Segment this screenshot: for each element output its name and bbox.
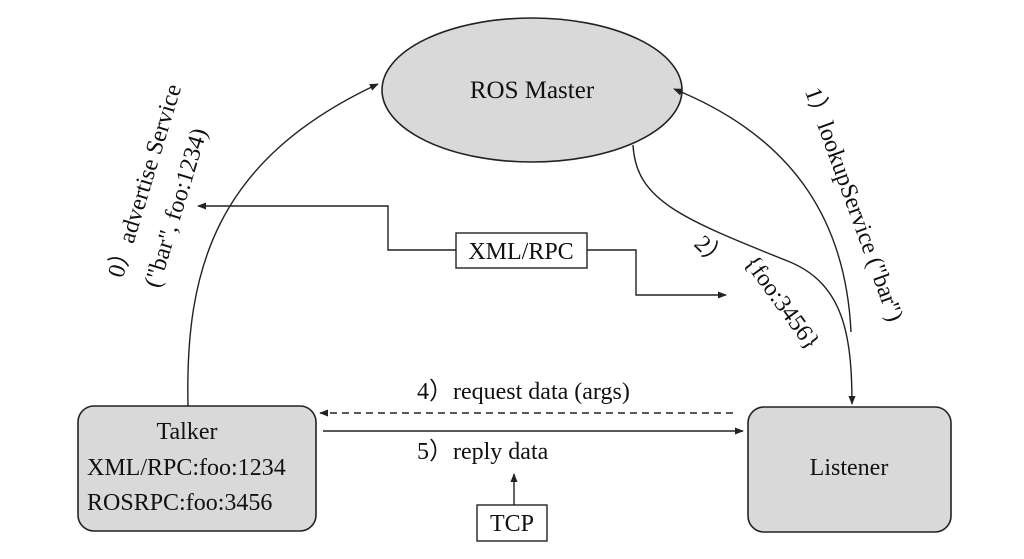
master-reply-value-label: {foo:3456} bbox=[739, 251, 825, 355]
talker-node: Talker XML/RPC:foo:1234 ROSRPC:foo:3456 bbox=[77, 405, 317, 532]
listener-box bbox=[747, 406, 952, 533]
talker-title: Talker bbox=[157, 419, 218, 445]
talker-box bbox=[77, 405, 317, 532]
talker-xmlrpc-address: XML/RPC:foo:1234 bbox=[87, 455, 286, 481]
tcp-box-frame bbox=[476, 504, 548, 542]
listener-label: Listener bbox=[810, 455, 889, 481]
tcp-protocol-box: TCP bbox=[476, 504, 548, 542]
xmlrpc-left-connector bbox=[197, 202, 456, 251]
request-data-label: 4）request data (args) bbox=[417, 379, 630, 405]
master-reply-arrow bbox=[632, 144, 856, 405]
ros-master-label: ROS Master bbox=[470, 77, 595, 104]
listener-node: Listener bbox=[747, 406, 952, 533]
lookup-service-label: 1）lookupService ("bar") bbox=[799, 84, 908, 325]
xmlrpc-box-label: XML/RPC bbox=[468, 239, 573, 265]
xmlrpc-right-connector bbox=[587, 249, 727, 299]
talker-rosrpc-address: ROSRPC:foo:3456 bbox=[87, 490, 272, 516]
reply-data-label: 5）reply data bbox=[417, 439, 549, 465]
xmlrpc-protocol-box: XML/RPC bbox=[455, 232, 588, 269]
advertise-service-arrow bbox=[187, 83, 379, 407]
lookup-service-arrow bbox=[673, 88, 852, 333]
master-reply-step-label: 2） bbox=[689, 231, 733, 275]
tcp-box-label: TCP bbox=[490, 511, 534, 537]
ros-master-node: ROS Master bbox=[381, 17, 683, 163]
xmlrpc-box-frame bbox=[455, 232, 588, 269]
